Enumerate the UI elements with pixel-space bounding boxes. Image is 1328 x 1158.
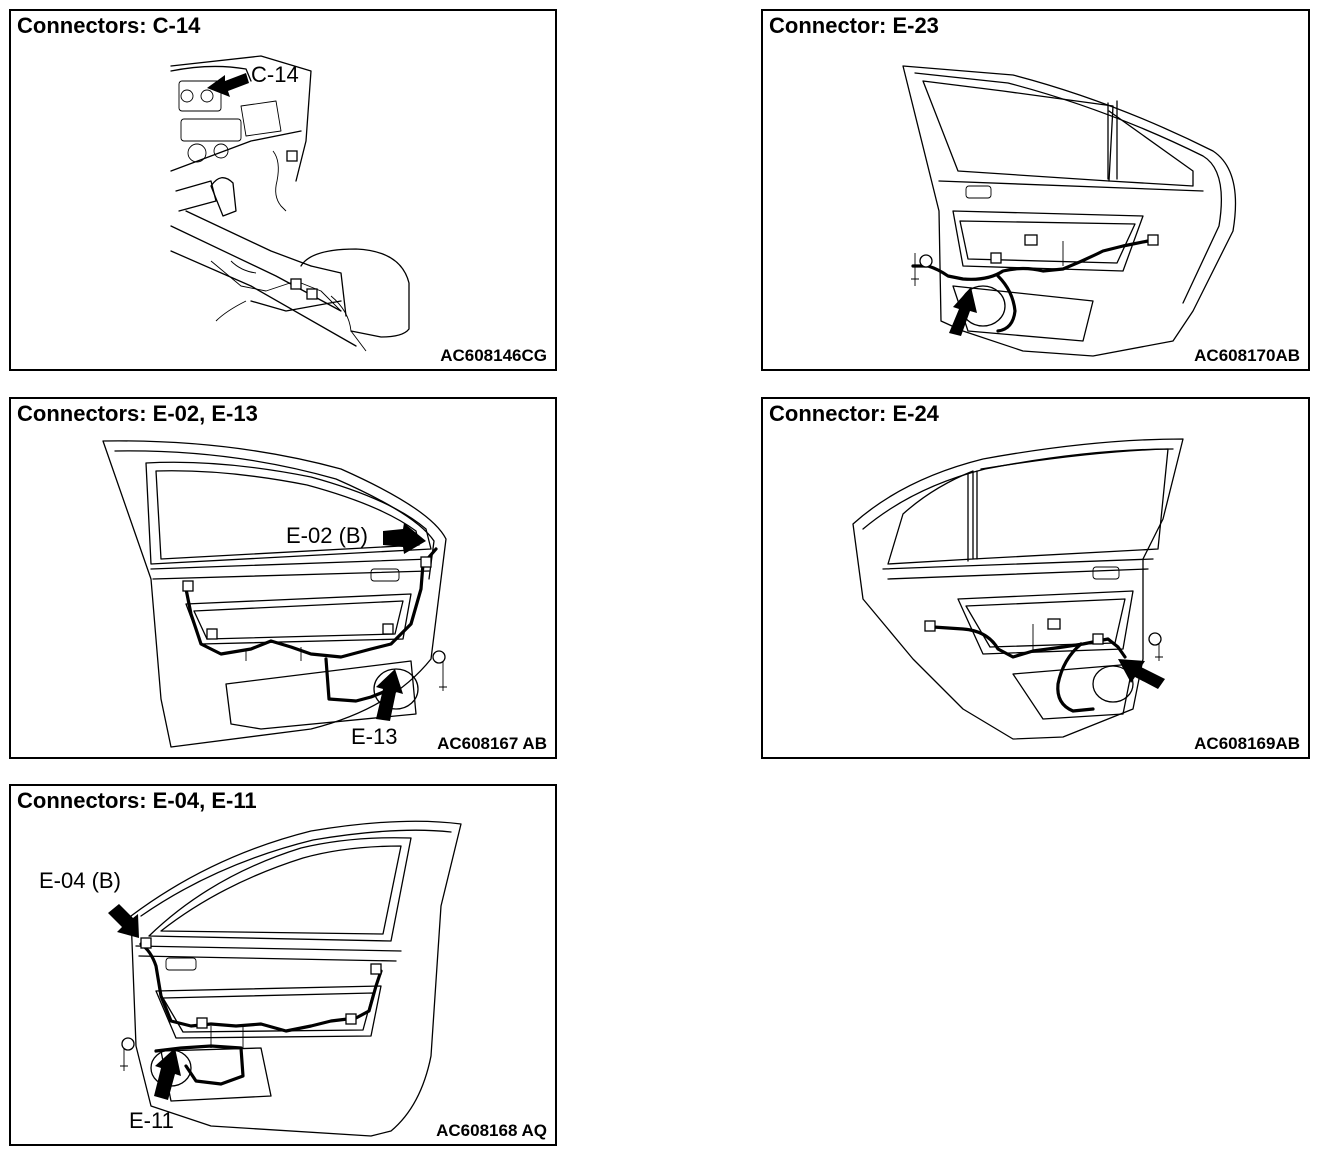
figure-code: AC608169AB xyxy=(1194,734,1300,753)
callout-e13: E-13 xyxy=(351,724,397,749)
figure-code: AC608170AB xyxy=(1194,346,1300,365)
figure-code: AC608167 AB xyxy=(437,734,547,753)
panel-e23: Connector: E-23 AC608170AB xyxy=(761,9,1310,371)
callout-e04-b: E-04 (B) xyxy=(39,868,121,893)
front-door-illustration: E-02 (B) E-13 xyxy=(102,440,447,749)
front-door-illustration: E-04 (B) E-11 xyxy=(39,820,462,1137)
callout-c14: C-14 xyxy=(251,62,299,87)
panel-title: Connector: E-24 xyxy=(769,401,939,426)
rear-door-illustration xyxy=(902,65,1237,357)
callout-e02-b: E-02 (B) xyxy=(286,523,368,548)
panel-e04-e11: E-04 (B) E-11 Connectors: E-04, E-11 AC6… xyxy=(9,784,557,1146)
panel-c14: C-14 Connectors: C-14 AC608146CG xyxy=(9,9,557,371)
panel-title: Connectors: E-04, E-11 xyxy=(17,788,257,813)
figure-code: AC608146CG xyxy=(440,346,547,365)
panel-title: Connectors: C-14 xyxy=(17,13,201,38)
panel-e24: Connector: E-24 AC608169AB xyxy=(761,397,1310,759)
panel-title: Connectors: E-02, E-13 xyxy=(17,401,258,426)
panel-e02-e13: E-02 (B) E-13 Connectors: E-02, E-13 AC6… xyxy=(9,397,557,759)
rear-door-illustration xyxy=(852,438,1184,740)
console-illustration: C-14 xyxy=(170,55,410,352)
figure-code: AC608168 AQ xyxy=(436,1121,547,1140)
panel-title: Connector: E-23 xyxy=(769,13,939,38)
callout-e11: E-11 xyxy=(129,1108,174,1133)
